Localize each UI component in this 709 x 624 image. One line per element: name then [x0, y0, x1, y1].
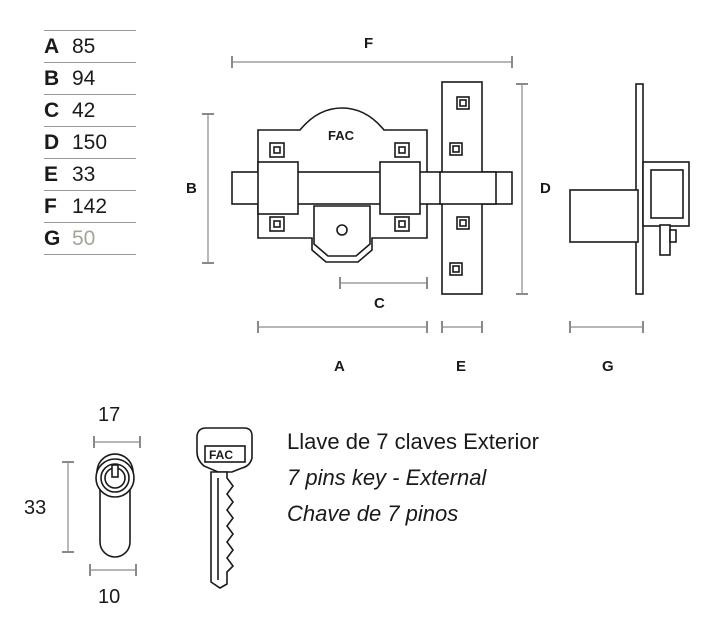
- dim-letter: B: [44, 66, 60, 90]
- key-description: Llave de 7 claves Exterior 7 pins key - …: [287, 424, 539, 532]
- logo-text: FAC: [328, 128, 355, 143]
- label-a: A: [334, 358, 345, 375]
- dim-letter: E: [44, 162, 59, 186]
- bolt-front-view: [231, 107, 513, 263]
- key-icon: [196, 427, 253, 589]
- dim-letter: F: [44, 194, 57, 218]
- dimension-table: A 85 B 94 C 42 D 150 E 33 F 142 G 50: [44, 30, 136, 255]
- label-g: G: [602, 358, 614, 375]
- dim-letter: G: [44, 226, 61, 250]
- dimension-lines: [202, 56, 645, 333]
- dim-row-e: E 33: [44, 158, 136, 190]
- dim-letter: A: [44, 34, 60, 58]
- cylinder-dim-lines: [62, 436, 142, 576]
- key-text-spanish: Llave de 7 claves Exterior: [287, 429, 539, 454]
- key-text-portuguese: Chave de 7 pinos: [287, 501, 459, 526]
- key-logo-text: FAC: [209, 448, 233, 462]
- dim-value: 85: [72, 34, 96, 58]
- dim-value: 94: [72, 66, 96, 90]
- dim-row-g: G 50: [44, 222, 136, 255]
- cylinder-profile: [95, 453, 135, 558]
- dim-row-d: D 150: [44, 126, 136, 158]
- keeper-plate: [439, 81, 497, 295]
- label-e: E: [456, 358, 466, 375]
- label-f: F: [364, 35, 373, 52]
- cylinder-dim-side: 33: [24, 497, 46, 519]
- dim-value: 150: [72, 130, 108, 154]
- dim-row-c: C 42: [44, 94, 136, 126]
- dim-letter: C: [44, 98, 60, 122]
- cylinder-dim-bottom: 10: [98, 586, 120, 608]
- cylinder-dim-top: 17: [98, 404, 120, 426]
- dim-row-f: F 142: [44, 190, 136, 222]
- dim-letter: D: [44, 130, 60, 154]
- label-d: D: [540, 180, 551, 197]
- key-text-english: 7 pins key - External: [287, 465, 487, 490]
- screw-icons: [269, 142, 410, 232]
- dim-value: 33: [72, 162, 96, 186]
- bolt-side-view: [569, 83, 690, 295]
- label-c: C: [374, 295, 385, 312]
- dim-value: 142: [72, 194, 108, 218]
- dim-value: 50: [72, 226, 96, 250]
- dim-row-b: B 94: [44, 62, 136, 94]
- dim-row-a: A 85: [44, 30, 136, 62]
- dim-value: 42: [72, 98, 96, 122]
- label-b: B: [186, 180, 197, 197]
